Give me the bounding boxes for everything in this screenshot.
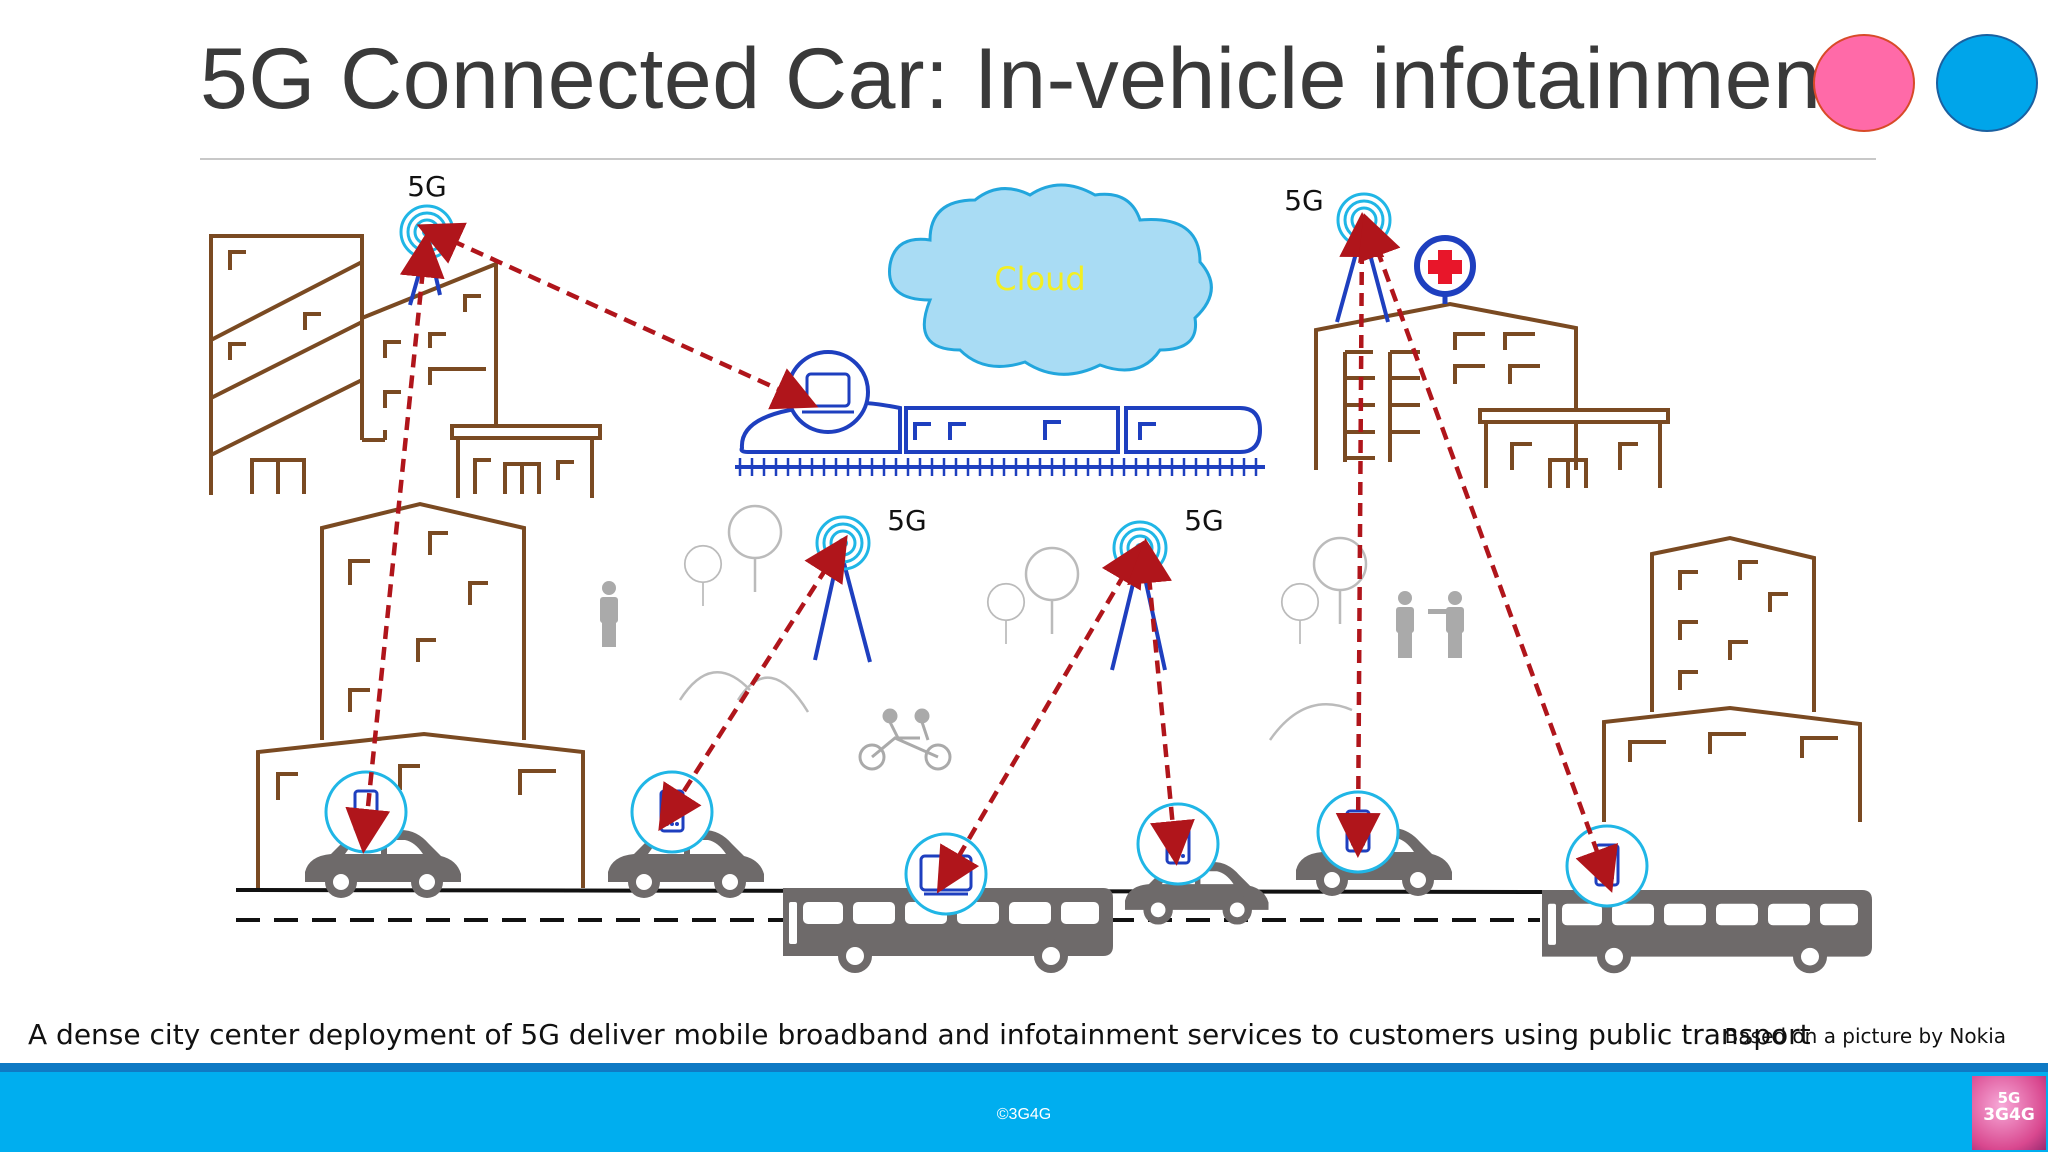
cloud-label: Cloud — [994, 260, 1085, 298]
3g4g-logo: 5G 3G4G — [1972, 1076, 2046, 1150]
car-1-phone-icon — [324, 770, 408, 854]
copyright-text: ©3G4G — [996, 1106, 1052, 1123]
right-buildings — [1314, 301, 1862, 822]
train-tablet-icon — [786, 350, 870, 434]
park-trees — [678, 504, 1368, 741]
image-credit: Based on a picture by Nokia — [1724, 1024, 2006, 1048]
bus-2-phone-icon — [1565, 824, 1649, 908]
logo-bottom-text: 3G4G — [1983, 1105, 2035, 1125]
tower-1-label: 5G — [407, 170, 447, 203]
tower-2-label: 5G — [887, 504, 927, 537]
slide-caption: A dense city center deployment of 5G del… — [28, 1018, 1811, 1051]
train — [735, 401, 1265, 476]
blue-circle-decoration — [1936, 34, 2038, 132]
cloud-icon: Cloud — [888, 183, 1213, 376]
left-buildings — [209, 234, 602, 888]
footer-bar — [0, 1072, 2048, 1152]
hospital-sign-icon — [1414, 235, 1476, 304]
tower-3 — [1110, 554, 1167, 671]
pedestrian-icons — [600, 581, 1464, 658]
slide-title: 5G Connected Car: In-vehicle infotainmen… — [200, 31, 1846, 127]
logo-top-text: 5G — [1997, 1089, 2021, 1107]
car-3-phone-icon — [1136, 802, 1220, 886]
footer-divider — [0, 1063, 2048, 1072]
tower-3-label: 5G — [1184, 504, 1224, 537]
signal-links — [345, 212, 1618, 894]
title-divider — [200, 158, 1876, 160]
tower-4-label: 5G — [1284, 184, 1324, 217]
pink-circle-decoration — [1813, 34, 1915, 132]
tower-2 — [813, 547, 872, 663]
tandem-bike-icon — [858, 708, 952, 771]
car-2-phone-icon — [630, 770, 714, 854]
